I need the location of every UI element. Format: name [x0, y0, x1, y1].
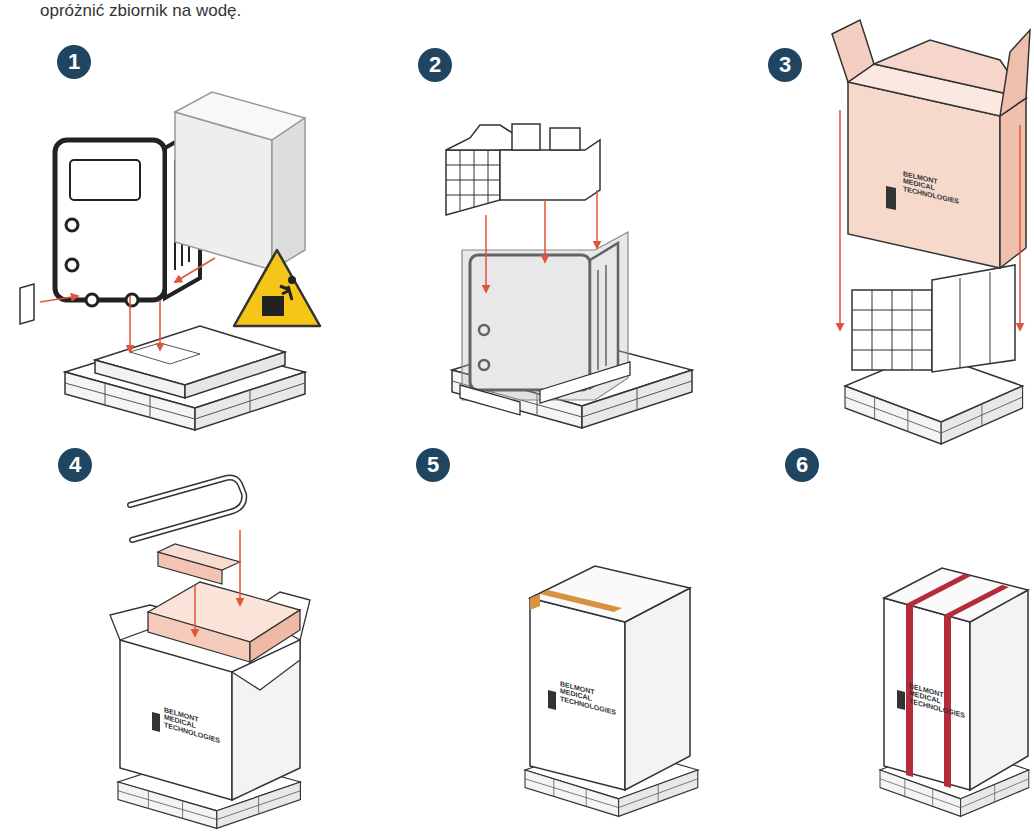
step-number-circle: 1 — [57, 45, 91, 79]
brand-logo-text: BELMONT MEDICAL TECHNOLOGIES — [909, 682, 961, 718]
step-number: 1 — [68, 51, 80, 73]
step-number: 3 — [779, 54, 791, 76]
step-number: 2 — [429, 54, 441, 76]
step4-illustration — [110, 478, 310, 829]
step3-illustration — [832, 20, 1030, 444]
step-number-circle: 4 — [58, 448, 92, 482]
step6-illustration — [880, 568, 1029, 816]
step-number-circle: 5 — [416, 448, 450, 482]
brand-logo-text: BELMONT MEDICAL TECHNOLOGIES — [903, 170, 955, 204]
step5-illustration — [525, 566, 698, 816]
instruction-text: opróżnić zbiornik na wodę. — [40, 1, 241, 21]
brand-logo-text: BELMONT MEDICAL TECHNOLOGIES — [560, 680, 612, 715]
brand-logo-text: BELMONT MEDICAL TECHNOLOGIES — [164, 706, 216, 743]
step-number-circle: 6 — [785, 448, 819, 482]
step1-illustration — [20, 92, 320, 430]
step2-illustration — [446, 124, 692, 428]
step-number-circle: 3 — [768, 48, 802, 82]
step-number: 4 — [69, 454, 81, 476]
step-number-circle: 2 — [418, 48, 452, 82]
step-number: 5 — [427, 454, 439, 476]
step-number: 6 — [796, 454, 808, 476]
